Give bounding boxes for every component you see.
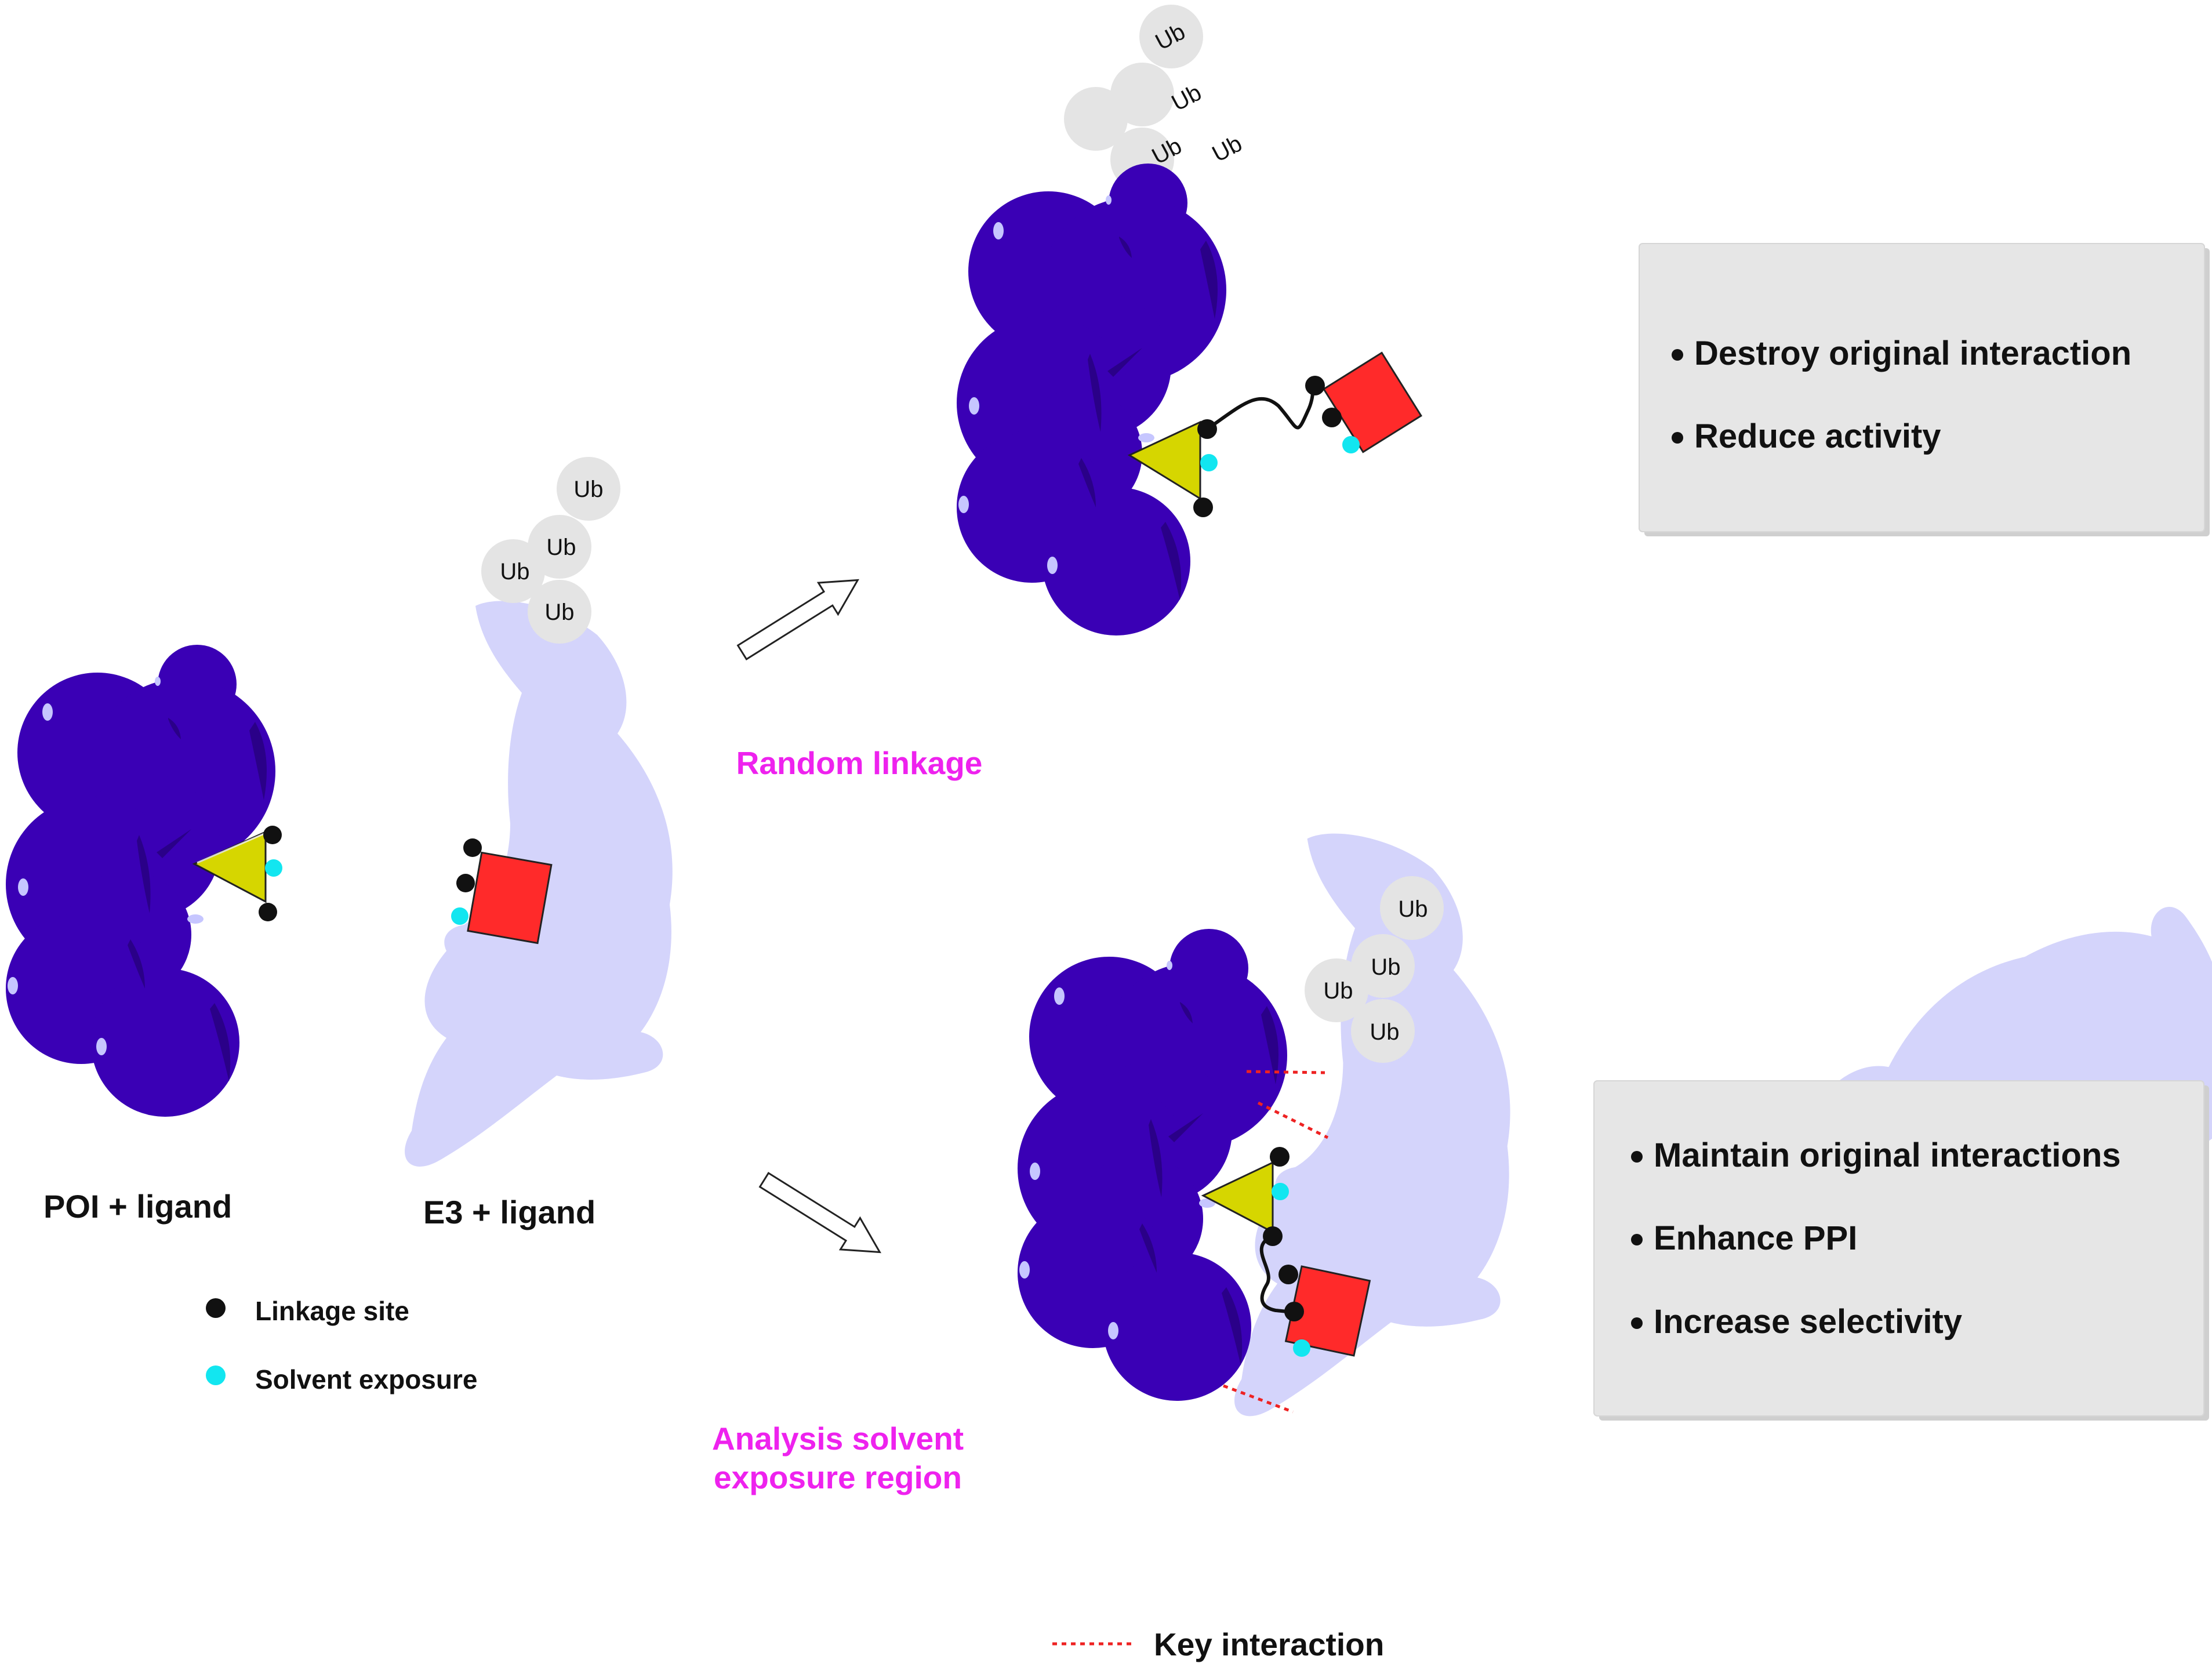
ub-chain-analysis: Ub Ub Ub Ub (1305, 876, 1444, 1063)
box-bottom-item: Increase selectivity (1654, 1303, 1962, 1341)
linkage-site-dot (1263, 1226, 1283, 1246)
box-bottom-item: Enhance PPI (1654, 1219, 1857, 1257)
box-top-item: Destroy original interaction (1694, 335, 2131, 372)
poi-ligand-triangle-analysis (1201, 1161, 1274, 1234)
linkage-site-dot (463, 838, 482, 857)
poi-ligand-triangle-random (1127, 420, 1201, 500)
random-linker (1206, 383, 1317, 431)
poi-label: POI + ligand (43, 1188, 232, 1225)
bullet-icon (1631, 1151, 1643, 1163)
solvent-exposure-dot (1200, 454, 1218, 471)
linkage-site-dot (1278, 1265, 1298, 1284)
ub-label: Ub (1398, 896, 1428, 922)
legend-linkage-label: Linkage site (255, 1296, 409, 1326)
poi-protein-analysis (1018, 929, 1287, 1401)
solvent-exposure-dot (1342, 436, 1360, 453)
e3-ligand-square-random (1322, 351, 1423, 453)
legend-key-label: Key interaction (1154, 1626, 1384, 1662)
poi-protein-random (957, 164, 1226, 635)
linkage-site-dot (259, 903, 277, 921)
linkage-site-dot (263, 826, 282, 844)
ub-label: Ub (573, 477, 603, 502)
linkage-site-dot (1322, 408, 1342, 427)
box-bottom-item: Maintain original interactions (1654, 1136, 2121, 1174)
analysis-label-line2: exposure region (714, 1459, 962, 1495)
e3-label: E3 + ligand (423, 1194, 595, 1230)
solvent-exposure-dot (451, 907, 468, 925)
ub-label: Ub (1168, 79, 1206, 116)
result-box-random: Destroy original interaction Reduce acti… (1639, 243, 2210, 536)
linkage-site-dot (1270, 1147, 1290, 1167)
solvent-exposure-dot (1272, 1183, 1289, 1200)
e3-ligand-square (467, 851, 553, 945)
e3-protein-analysis (1234, 833, 1510, 1417)
ub-label: Ub (1208, 130, 1247, 167)
ub-label: Ub (1371, 954, 1400, 980)
legend-solvent-label: Solvent exposure (255, 1364, 477, 1394)
legend-linkage-dot (206, 1298, 226, 1318)
arrow-to-analysis (753, 1163, 891, 1269)
ub-label: Ub (544, 600, 574, 625)
key-interaction-lines (1223, 1070, 1329, 1414)
legend-solvent-dot (206, 1365, 226, 1385)
ub-label: Ub (1323, 978, 1353, 1004)
ub-label: Ub (500, 559, 529, 584)
ub-label: Ub (546, 535, 576, 560)
arrow-to-random-linkage (731, 563, 869, 669)
random-linkage-label: Random linkage (736, 745, 983, 781)
solvent-exposure-dot (265, 859, 282, 877)
linkage-site-dot (1284, 1302, 1304, 1321)
bullet-icon (1631, 1234, 1643, 1245)
bullet-icon (1672, 432, 1683, 444)
ub-chain-random: Ub Ub Ub Ub (1064, 5, 1246, 191)
linkage-site-dot (1305, 376, 1325, 395)
bullet-icon (1672, 349, 1683, 361)
analysis-label-line1: Analysis solvent (712, 1421, 964, 1457)
ub-chain: Ub Ub Ub Ub (481, 457, 620, 644)
result-box-analysis: Maintain original interactions Enhance P… (1593, 1080, 2209, 1421)
legend: Linkage site Solvent exposure (206, 1296, 477, 1394)
linkage-site-dot (456, 874, 475, 892)
box-top-item: Reduce activity (1694, 417, 1941, 455)
linkage-site-dot (1193, 497, 1213, 517)
ub-label: Ub (1370, 1019, 1399, 1045)
bullet-icon (1631, 1317, 1643, 1329)
key-interaction-legend: Key interaction (1052, 1626, 1384, 1662)
solvent-exposure-dot (1293, 1339, 1310, 1357)
linkage-site-dot (1197, 419, 1217, 439)
